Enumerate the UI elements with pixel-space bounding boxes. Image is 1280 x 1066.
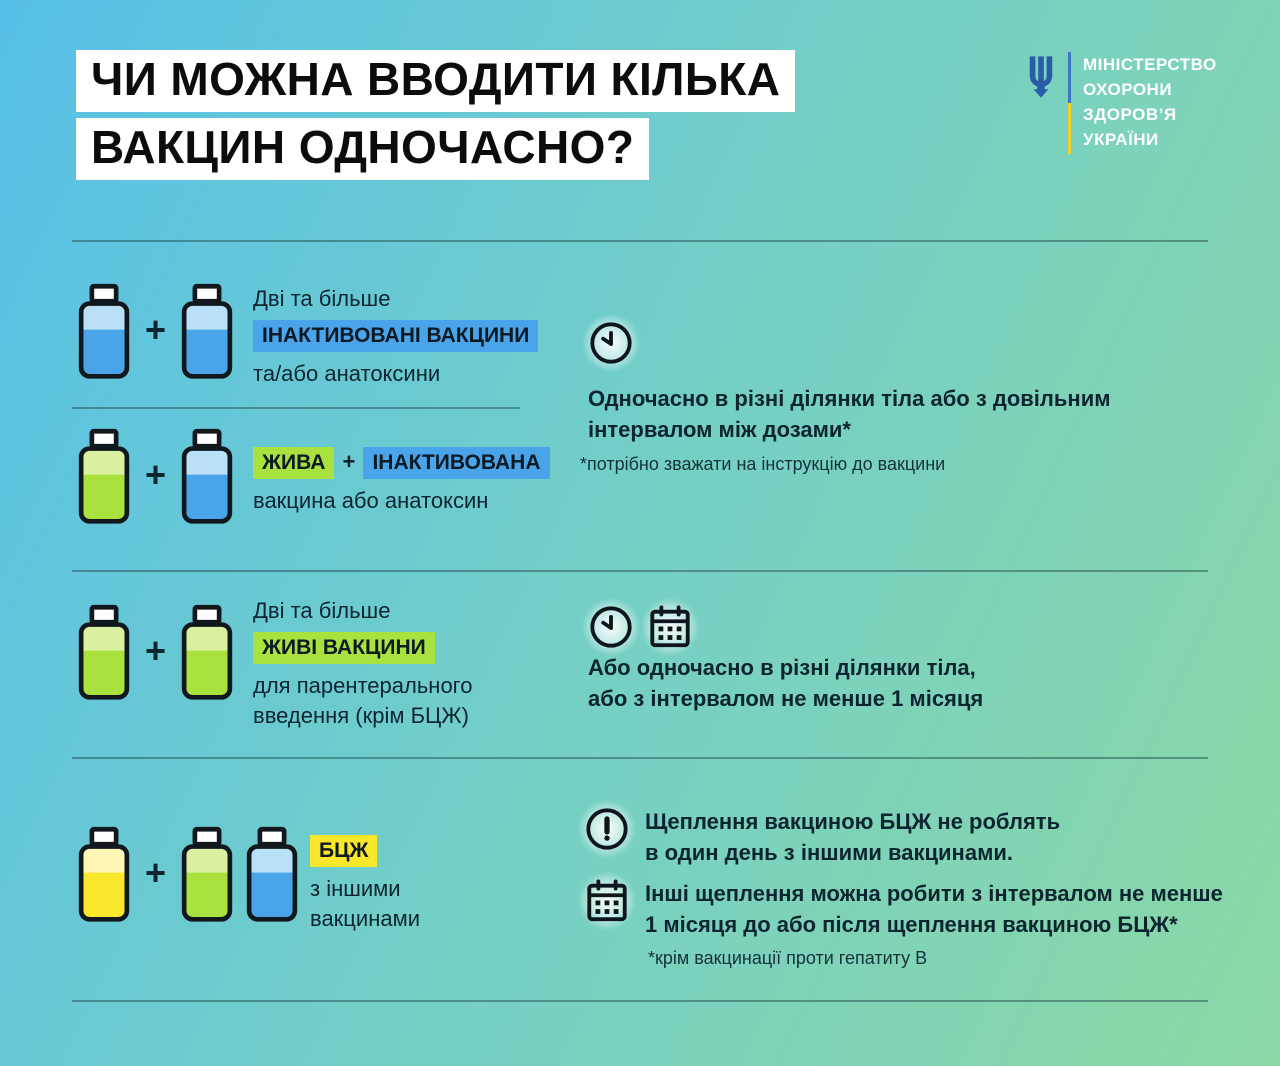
vaccine-vial-green-icon xyxy=(78,428,130,524)
vaccine-vial-green-icon xyxy=(181,604,233,700)
plus-icon: + xyxy=(145,308,167,350)
calendar-icon xyxy=(587,879,627,922)
plus-icon: + xyxy=(342,449,356,474)
row-live-text: Дві та більше ЖИВІ ВАКЦИНИ для парентера… xyxy=(253,597,472,732)
flag-bar-yellow xyxy=(1068,103,1071,154)
note-live-line2: або з інтервалом не менше 1 місяця xyxy=(588,686,984,711)
row-inactivated-tail: та/або анатоксини xyxy=(253,361,441,386)
highlight-inactivated-vaccines: ІНАКТИВОВАНІ ВАКЦИНИ xyxy=(253,320,539,352)
highlight-inactivated: ІНАКТИВОВАНА xyxy=(363,447,550,479)
clock-icon-halo xyxy=(582,314,640,372)
exclamation-icon-halo xyxy=(578,800,636,858)
note-bcg-warning: Щеплення вакциною БЦЖ не роблять в один … xyxy=(645,806,1060,868)
vaccine-vial-blue-icon xyxy=(78,283,130,379)
note-bcg-warning-line2: в один день з іншими вакцинами. xyxy=(645,840,1013,865)
row-bcg-tail-line2: вакцинами xyxy=(310,906,420,931)
tryzub-trident-icon xyxy=(1029,56,1053,98)
ministry-logo: МІНІСТЕРСТВО ОХОРОНИ ЗДОРОВ’Я УКРАЇНИ xyxy=(1026,52,1217,154)
row-live-tail-line2: введення (крім БЦЖ) xyxy=(253,703,469,728)
row-live-intro: Дві та більше xyxy=(253,598,391,623)
row-live-inactivated-vials: + xyxy=(76,428,235,525)
note-bcg-interval: Інші щеплення можна робити з інтервалом … xyxy=(645,878,1223,940)
calendar-icon-halo xyxy=(578,872,636,930)
exclamation-circle-icon xyxy=(586,808,628,850)
page-title-line2: ВАКЦИН ОДНОЧАСНО? xyxy=(76,117,650,180)
divider-short xyxy=(72,407,520,409)
calendar-icon xyxy=(650,605,690,648)
note-live: Або одночасно в різні ділянки тіла, або … xyxy=(588,652,983,714)
row-inactivated-text: Дві та більше ІНАКТИВОВАНІ ВАКЦИНИ та/аб… xyxy=(253,285,539,395)
plus-icon: + xyxy=(145,851,167,893)
highlight-live-vaccines: ЖИВІ ВАКЦИНИ xyxy=(253,632,435,664)
vaccine-vial-yellow-icon xyxy=(78,826,130,922)
divider xyxy=(72,757,1208,759)
note-inactivated: Одночасно в різні ділянки тіла або з дов… xyxy=(588,383,1111,445)
ministry-name: МІНІСТЕРСТВО ОХОРОНИ ЗДОРОВ’Я УКРАЇНИ xyxy=(1083,52,1217,152)
note-live-line1: Або одночасно в різні ділянки тіла, xyxy=(588,655,976,680)
plus-icon: + xyxy=(145,629,167,671)
note-inactivated-line1: Одночасно в різні ділянки тіла або з дов… xyxy=(588,386,1111,411)
highlight-live: ЖИВА xyxy=(253,447,335,479)
flag-bar-divider xyxy=(1068,52,1071,154)
calendar-icon-halo xyxy=(641,598,699,656)
flag-bar-blue xyxy=(1068,52,1071,103)
ministry-name-line: УКРАЇНИ xyxy=(1083,130,1159,149)
row-live-vials: + xyxy=(76,604,235,701)
highlight-bcg: БЦЖ xyxy=(310,835,378,867)
page-title: ЧИ МОЖНА ВВОДИТИ КІЛЬКА ВАКЦИН ОДНОЧАСНО… xyxy=(76,50,796,186)
note-bcg-interval-line1: Інші щеплення можна робити з інтервалом … xyxy=(645,881,1223,906)
vaccine-vial-green-icon xyxy=(181,826,233,922)
vaccine-vial-blue-icon xyxy=(181,428,233,524)
note-bcg-warning-line1: Щеплення вакциною БЦЖ не роблять xyxy=(645,809,1061,834)
note-bcg-footnote: *крім вакцинації проти гепатиту В xyxy=(648,948,928,968)
divider xyxy=(72,1000,1208,1002)
vaccine-vial-green-icon xyxy=(78,604,130,700)
plus-icon: + xyxy=(145,453,167,495)
row-bcg-vials: + xyxy=(76,826,300,923)
clock-icon xyxy=(590,606,632,648)
note-inactivated-line2: інтервалом між дозами* xyxy=(588,417,851,442)
other-vaccines-vials xyxy=(179,826,300,923)
row-bcg-tail-line1: з іншими xyxy=(310,876,401,901)
note-inactivated-footnote: *потрібно зважати на інструкцію до вакци… xyxy=(580,454,946,474)
row-bcg-text: БЦЖ з іншими вакцинами xyxy=(310,835,420,935)
row-live-inactivated-tail: вакцина або анатоксин xyxy=(253,488,489,513)
page-title-line1: ЧИ МОЖНА ВВОДИТИ КІЛЬКА xyxy=(76,50,796,112)
ministry-name-line: ЗДОРОВ’Я xyxy=(1083,105,1177,124)
ministry-name-line: ОХОРОНИ xyxy=(1083,80,1173,99)
vaccine-vial-blue-icon xyxy=(181,283,233,379)
row-inactivated-vials: + xyxy=(76,283,235,380)
clock-icon xyxy=(590,322,632,364)
ministry-name-line: МІНІСТЕРСТВО xyxy=(1083,55,1217,74)
divider xyxy=(72,240,1208,242)
clock-icon-halo xyxy=(582,598,640,656)
row-inactivated-intro: Дві та більше xyxy=(253,286,391,311)
row-live-tail-line1: для парентерального xyxy=(253,673,473,698)
vaccine-vial-blue-icon xyxy=(246,826,298,922)
note-bcg-interval-line2: 1 місяця до або після щеплення вакциною … xyxy=(645,912,1178,937)
divider xyxy=(72,570,1208,572)
row-live-inactivated-text: ЖИВА + ІНАКТИВОВАНА вакцина або анатокси… xyxy=(253,447,550,522)
